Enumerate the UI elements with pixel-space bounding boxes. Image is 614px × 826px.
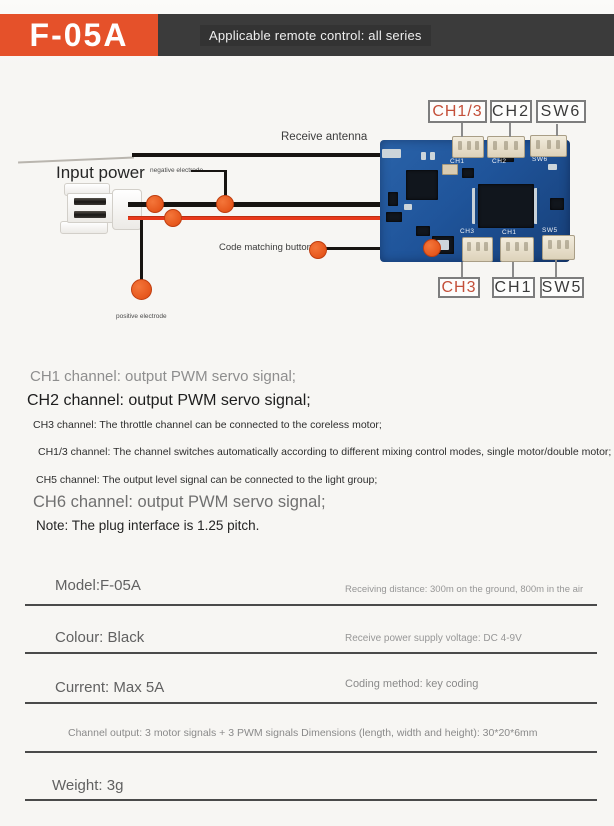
spec-coding-method: Coding method: key coding bbox=[345, 678, 479, 690]
spec-divider-4 bbox=[25, 751, 597, 753]
component-8 bbox=[550, 198, 564, 210]
note-ch6: CH6 channel: output PWM servo signal; bbox=[33, 493, 326, 511]
leader-top-2 bbox=[509, 123, 511, 137]
power-plug bbox=[60, 182, 142, 235]
spec-divider-2 bbox=[25, 652, 597, 654]
component-1 bbox=[388, 192, 398, 206]
connector-ch3-bottom bbox=[462, 237, 493, 262]
spec-voltage: Receive power supply voltage: DC 4-9V bbox=[345, 633, 522, 644]
silkscreen-sw5-bottom: SW5 bbox=[542, 227, 558, 234]
junction-dot-negative-2 bbox=[216, 195, 234, 213]
silkscreen-ch1-bottom: CH1 bbox=[502, 229, 517, 236]
leader-bottom-3 bbox=[555, 260, 557, 277]
port-label-ch1: CH1 bbox=[492, 277, 535, 298]
junction-dot-code-button bbox=[309, 241, 327, 259]
negative-electrode-label: negative electrode bbox=[150, 167, 204, 174]
component-10 bbox=[416, 226, 430, 236]
silkscreen-ch1-top: CH1 bbox=[450, 158, 465, 165]
note-ch2: CH2 channel: output PWM servo signal; bbox=[27, 392, 311, 409]
junction-dot-positive bbox=[164, 209, 182, 227]
model-name: F-05A bbox=[29, 16, 129, 53]
component-9 bbox=[548, 164, 557, 170]
spec-weight: Weight: 3g bbox=[52, 777, 124, 794]
mcu-chip bbox=[406, 170, 438, 200]
leader-bottom-1 bbox=[461, 262, 463, 277]
port-label-ch2: CH2 bbox=[490, 100, 532, 123]
driver-chip-pins-left bbox=[472, 188, 478, 224]
silkscreen-ch2-top: CH2 bbox=[492, 158, 507, 165]
antenna-solder-pad bbox=[382, 149, 401, 158]
spec-divider-5 bbox=[25, 799, 597, 801]
note-ch1: CH1 channel: output PWM servo signal; bbox=[30, 368, 296, 385]
spec-divider-3 bbox=[25, 702, 597, 704]
positive-leader-v bbox=[140, 220, 143, 282]
connector-ch1-top bbox=[452, 136, 484, 158]
receive-antenna-label: Receive antenna bbox=[281, 131, 368, 143]
component-7 bbox=[462, 168, 474, 178]
code-matching-leader bbox=[322, 247, 430, 250]
antenna-wire bbox=[132, 153, 384, 157]
header-subtitle: Applicable remote control: all series bbox=[200, 25, 431, 46]
port-label-sw5: SW5 bbox=[540, 277, 584, 298]
junction-dot-pcb-button bbox=[423, 239, 441, 257]
component-3 bbox=[404, 204, 412, 210]
port-label-ch1-3: CH1/3 bbox=[428, 100, 487, 123]
negative-wire bbox=[128, 202, 384, 207]
note-pitch: Note: The plug interface is 1.25 pitch. bbox=[36, 518, 260, 533]
negative-leader-v bbox=[224, 170, 227, 206]
spec-model: Model:F-05A bbox=[55, 577, 141, 594]
spec-channel-output: Channel output: 3 motor signals + 3 PWM … bbox=[68, 727, 538, 739]
input-power-label: Input power bbox=[56, 163, 145, 182]
driver-chip-pins-right bbox=[534, 188, 540, 224]
component-5 bbox=[430, 152, 435, 160]
note-ch3: CH3 channel: The throttle channel can be… bbox=[33, 419, 382, 431]
spec-current: Current: Max 5A bbox=[55, 679, 165, 696]
leader-top-3 bbox=[556, 124, 558, 136]
positive-electrode-label: positive electrode bbox=[116, 313, 167, 320]
spec-receiving-distance: Receiving distance: 300m on the ground, … bbox=[345, 584, 584, 595]
code-matching-label: Code matching button bbox=[219, 242, 312, 253]
junction-dot-negative-1 bbox=[146, 195, 164, 213]
port-label-sw6: SW6 bbox=[536, 100, 586, 123]
junction-dot-positive-end bbox=[131, 279, 152, 300]
silkscreen-ch3-bottom: CH3 bbox=[460, 228, 475, 235]
driver-chip bbox=[478, 184, 534, 228]
silkscreen-sw6-top: SW6 bbox=[532, 156, 548, 163]
leader-top-1 bbox=[461, 123, 463, 137]
connector-sw5-bottom bbox=[542, 235, 575, 260]
connector-ch2-top bbox=[487, 136, 525, 158]
negative-leader-h bbox=[191, 170, 226, 172]
plug-pin-2 bbox=[74, 211, 106, 218]
crystal-oscillator bbox=[442, 164, 458, 175]
model-badge: F-05A bbox=[0, 14, 158, 56]
note-ch1-3: CH1/3 channel: The channel switches auto… bbox=[38, 446, 612, 458]
spec-divider-1 bbox=[25, 604, 597, 606]
code-matching-button-cap[interactable] bbox=[437, 240, 449, 250]
plug-housing bbox=[112, 189, 142, 230]
component-2 bbox=[386, 212, 402, 222]
component-4 bbox=[421, 152, 426, 160]
positive-wire bbox=[128, 215, 384, 220]
leader-bottom-2 bbox=[512, 262, 514, 277]
note-ch5: CH5 channel: The output level signal can… bbox=[36, 474, 378, 486]
connector-ch1-bottom bbox=[500, 237, 534, 262]
port-label-ch3: CH3 bbox=[438, 277, 480, 298]
spec-colour: Colour: Black bbox=[55, 629, 145, 646]
connector-sw6-top bbox=[530, 135, 567, 157]
plug-pin-1 bbox=[74, 198, 106, 205]
